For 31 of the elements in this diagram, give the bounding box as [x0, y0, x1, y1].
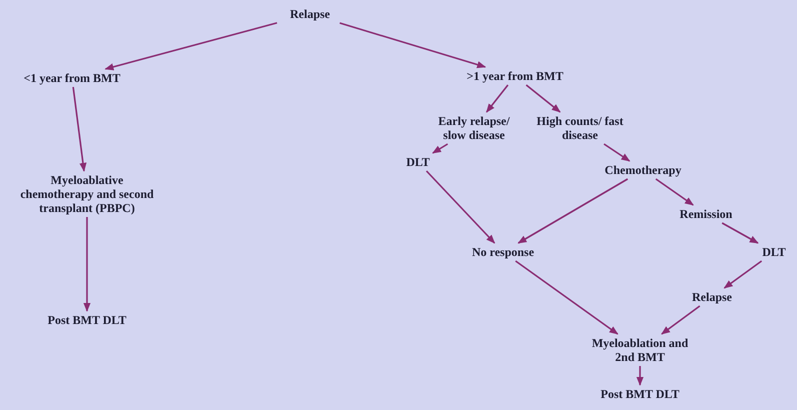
node-text: Post BMT DLT — [588, 386, 692, 402]
node-text: Early relapse/ slow disease — [427, 113, 521, 143]
arrow — [426, 170, 496, 244]
arrow — [515, 260, 618, 335]
node-text: DLT — [399, 154, 437, 170]
arrow — [526, 84, 561, 113]
node-text: Remission — [666, 206, 746, 222]
arrow — [104, 22, 278, 70]
arrow — [724, 260, 762, 289]
node-text: DLT — [755, 244, 793, 260]
node-text: Myeloablation and 2nd BMT — [583, 335, 697, 365]
node-text: Post BMT DLT — [35, 312, 139, 328]
node-text: No response — [456, 244, 550, 260]
arrow — [722, 222, 759, 244]
node-text: Chemotherapy — [591, 162, 695, 178]
arrow — [518, 178, 628, 244]
node-text: <1 year from BMT — [10, 70, 134, 86]
node-text: Relapse — [680, 289, 744, 305]
node-text: Myeloablative chemotherapy and second transplant (PBPC) — [15, 172, 159, 216]
node-text: Relapse — [278, 6, 342, 22]
arrow — [83, 217, 91, 312]
arrow — [661, 305, 700, 335]
arrow — [432, 143, 448, 154]
arrow — [486, 84, 509, 113]
arrow — [655, 178, 694, 206]
node-text: High counts/ fast disease — [533, 113, 627, 143]
node-text: >1 year from BMT — [453, 68, 577, 84]
arrow — [340, 22, 486, 68]
arrow — [636, 366, 644, 386]
arrow — [604, 143, 630, 162]
arrow — [72, 86, 87, 172]
